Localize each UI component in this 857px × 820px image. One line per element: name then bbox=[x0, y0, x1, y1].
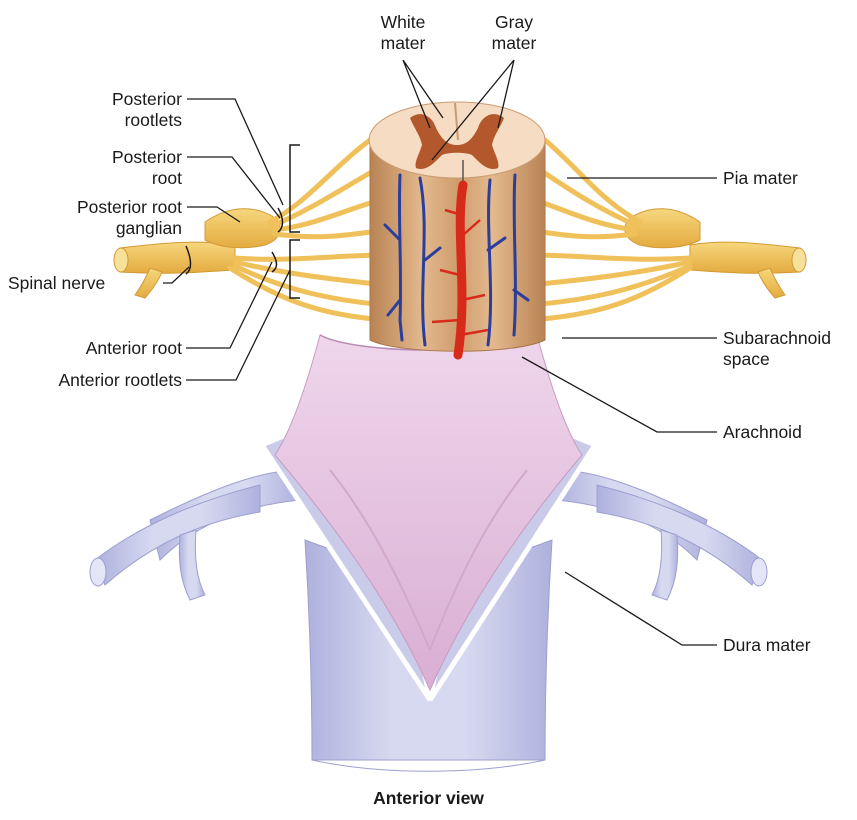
label-pia-mater: Pia mater bbox=[723, 168, 798, 189]
view-caption: Anterior view bbox=[0, 788, 857, 809]
label-anterior-root: Anterior root bbox=[20, 338, 182, 359]
label-arachnoid: Arachnoid bbox=[723, 422, 802, 443]
label-anterior-rootlets: Anterior rootlets bbox=[10, 370, 182, 391]
leader-posterior-rootlets bbox=[187, 99, 283, 205]
label-spinal-nerve: Spinal nerve bbox=[8, 273, 105, 294]
leader-dura-mater bbox=[565, 572, 717, 645]
label-dura-mater: Dura mater bbox=[723, 635, 811, 656]
right-spinal-nerve bbox=[625, 209, 806, 298]
leader-anterior-rootlets bbox=[186, 270, 290, 380]
